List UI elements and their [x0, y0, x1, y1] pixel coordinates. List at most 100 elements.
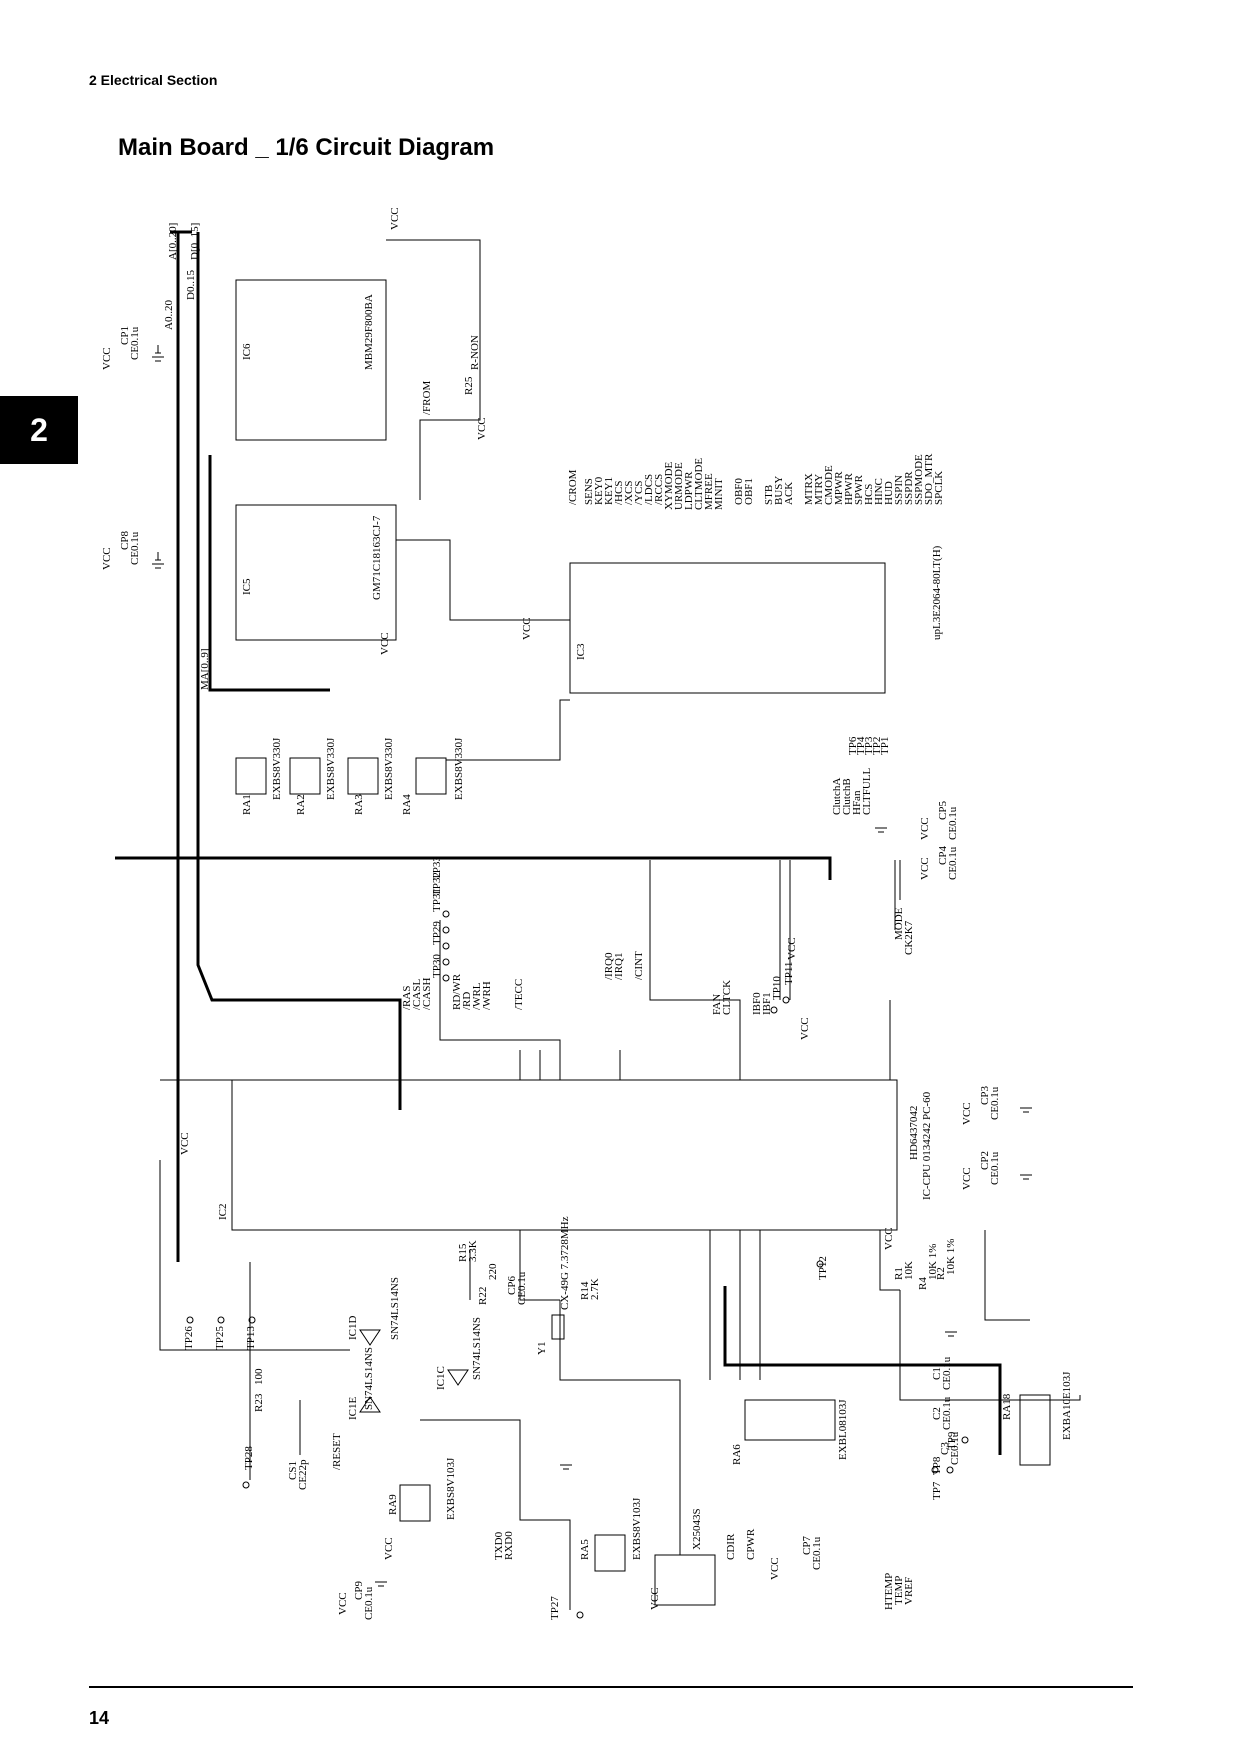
bus-label-ma: MA[0..9]: [199, 648, 211, 690]
tp12: TP12: [817, 1256, 829, 1280]
signal-txd0: TXD0: [493, 1531, 505, 1560]
signal-htemp: HTEMP: [883, 1573, 895, 1610]
signal-wrl: /WRL: [471, 982, 483, 1010]
cap-c1-value: CE0.1u: [941, 1356, 953, 1390]
cap-cp3: CP3: [979, 1086, 991, 1105]
signal-sspdr: SSPDR: [903, 471, 915, 505]
ic1e-gate: [359, 1396, 381, 1413]
data-bus: [196, 232, 402, 1110]
ra2-body: [289, 757, 321, 795]
signal-cint: /CINT: [633, 951, 645, 980]
ic6-ref: IC6: [241, 343, 253, 360]
resistor-r23-value: 100: [253, 1368, 265, 1385]
signal-sspin: SSPIN: [893, 475, 905, 505]
ra3-body: [347, 757, 379, 795]
signal-clutchb: ClutchB: [841, 778, 853, 815]
signal-minit: MINIT: [713, 478, 725, 510]
signal-rccs: /RCCS: [653, 474, 665, 505]
ra4-ref: RA4: [401, 794, 413, 815]
signal-irq1: /IRQ1: [613, 953, 625, 981]
ra6-body: [744, 1399, 836, 1441]
vcc-label: VCC: [919, 857, 931, 880]
signal-mpwr: MPWR: [833, 471, 845, 505]
vcc-label: VCC: [799, 1017, 811, 1040]
signal-cash: /CASH: [421, 978, 433, 1010]
bus-label-d0-15: D0..15: [185, 270, 197, 300]
ra6-part: EXBL08103J: [837, 1399, 849, 1460]
cap-c3: C3: [939, 1442, 951, 1455]
vcc-label: VCC: [101, 347, 113, 370]
cap-c2-value: CE0.1u: [941, 1396, 953, 1430]
ic3-ref: IC3: [575, 643, 587, 660]
signal-clutcha: ClutchA: [831, 778, 843, 815]
signal-casl: /CASL: [411, 979, 423, 1010]
signal-mode: MODE: [893, 907, 905, 940]
vcc-label: VCC: [883, 1227, 895, 1250]
signal-urmode: URMODE: [673, 462, 685, 510]
ra4-part: EXBS8V330J: [453, 737, 465, 800]
tp31: TP31: [431, 888, 443, 912]
ic6-part: MBM29F800BA: [363, 294, 375, 370]
signal-key1: KEY1: [603, 477, 615, 505]
crystal-y1: [551, 1314, 565, 1340]
ic5-body: [235, 504, 397, 641]
signal-temp: TEMP: [893, 1576, 905, 1605]
cap-cp8: CP8: [119, 531, 131, 550]
ra5-ref: RA5: [579, 1539, 591, 1560]
tp8: TP8: [931, 1456, 943, 1475]
signal-busy: BUSY: [773, 476, 785, 505]
signal-ldpwr: LDPWR: [683, 471, 695, 510]
vcc-label: VCC: [961, 1102, 973, 1125]
cap-cp5-value: CE0.1u: [947, 806, 959, 840]
signal-key0: KEY0: [593, 476, 605, 505]
signal-cltck: CLTCK: [721, 980, 733, 1015]
resistor-r2: R2: [935, 1267, 947, 1280]
resistor-r15-value: 3.3K: [467, 1240, 479, 1262]
bus-label-address: A[0..20]: [167, 223, 179, 260]
ra2-part: EXBS8V330J: [325, 737, 337, 800]
signal-sdo-mtr: SDO_MTR: [923, 453, 935, 505]
signal-cltmode: CLTMODE: [693, 458, 705, 510]
signal-hud: HUD: [883, 481, 895, 505]
ic2-body: [231, 1079, 898, 1231]
cap-cp8-value: CE0.1u: [129, 531, 141, 565]
cap-cp4: CP4: [937, 846, 949, 865]
ra1-body: [235, 757, 267, 795]
signal-tecc: /TECC: [513, 979, 525, 1010]
signal-spwr: SPWR: [853, 474, 865, 505]
cap-cp4-value: CE0.1u: [947, 846, 959, 880]
resistor-r4: R4: [917, 1277, 929, 1290]
ra18-body: [1019, 1394, 1051, 1466]
signal-rdwr: RD/WR: [451, 973, 463, 1010]
ic7-body: [654, 1554, 716, 1606]
signal-cdir: CDIR: [725, 1533, 737, 1560]
tp25: TP25: [214, 1326, 226, 1350]
vcc-label: VCC: [101, 547, 113, 570]
ra18-part: EXBA10E103J: [1061, 1371, 1073, 1440]
vcc-label: VCC: [179, 1132, 191, 1155]
signal-stb: STB: [763, 485, 775, 505]
cap-cp2: CP2: [979, 1151, 991, 1170]
tp7: TP7: [931, 1481, 943, 1500]
ic2-ref: IC2: [217, 1204, 229, 1221]
bottom-bus: [723, 1286, 1002, 1455]
cpu-bus: [115, 856, 832, 880]
signal-sens: SENS: [583, 478, 595, 505]
signal-ycs: /YCS: [633, 481, 645, 505]
vcc-label: VCC: [383, 1537, 395, 1560]
vcc-label: VCC: [521, 617, 533, 640]
tp30: TP30: [431, 954, 443, 978]
ic6-body: [235, 279, 387, 441]
tp26: TP26: [183, 1326, 195, 1350]
resistor-r15: R15: [457, 1243, 469, 1262]
signal-ibf0: IBF0: [751, 992, 763, 1015]
ic3-body: [569, 562, 886, 694]
signal-mfree: MFREE: [703, 473, 715, 510]
signal-reset: /RESET: [331, 1433, 343, 1470]
tp10: TP10: [771, 976, 783, 1000]
tp3: TP3: [863, 736, 875, 755]
signal-hinc: HINC: [873, 478, 885, 505]
signal-irq0: /IRQ0: [603, 952, 615, 980]
signal-xcs: /XCS: [623, 481, 635, 505]
ic1c-part: SN74LS14NS: [471, 1317, 483, 1380]
